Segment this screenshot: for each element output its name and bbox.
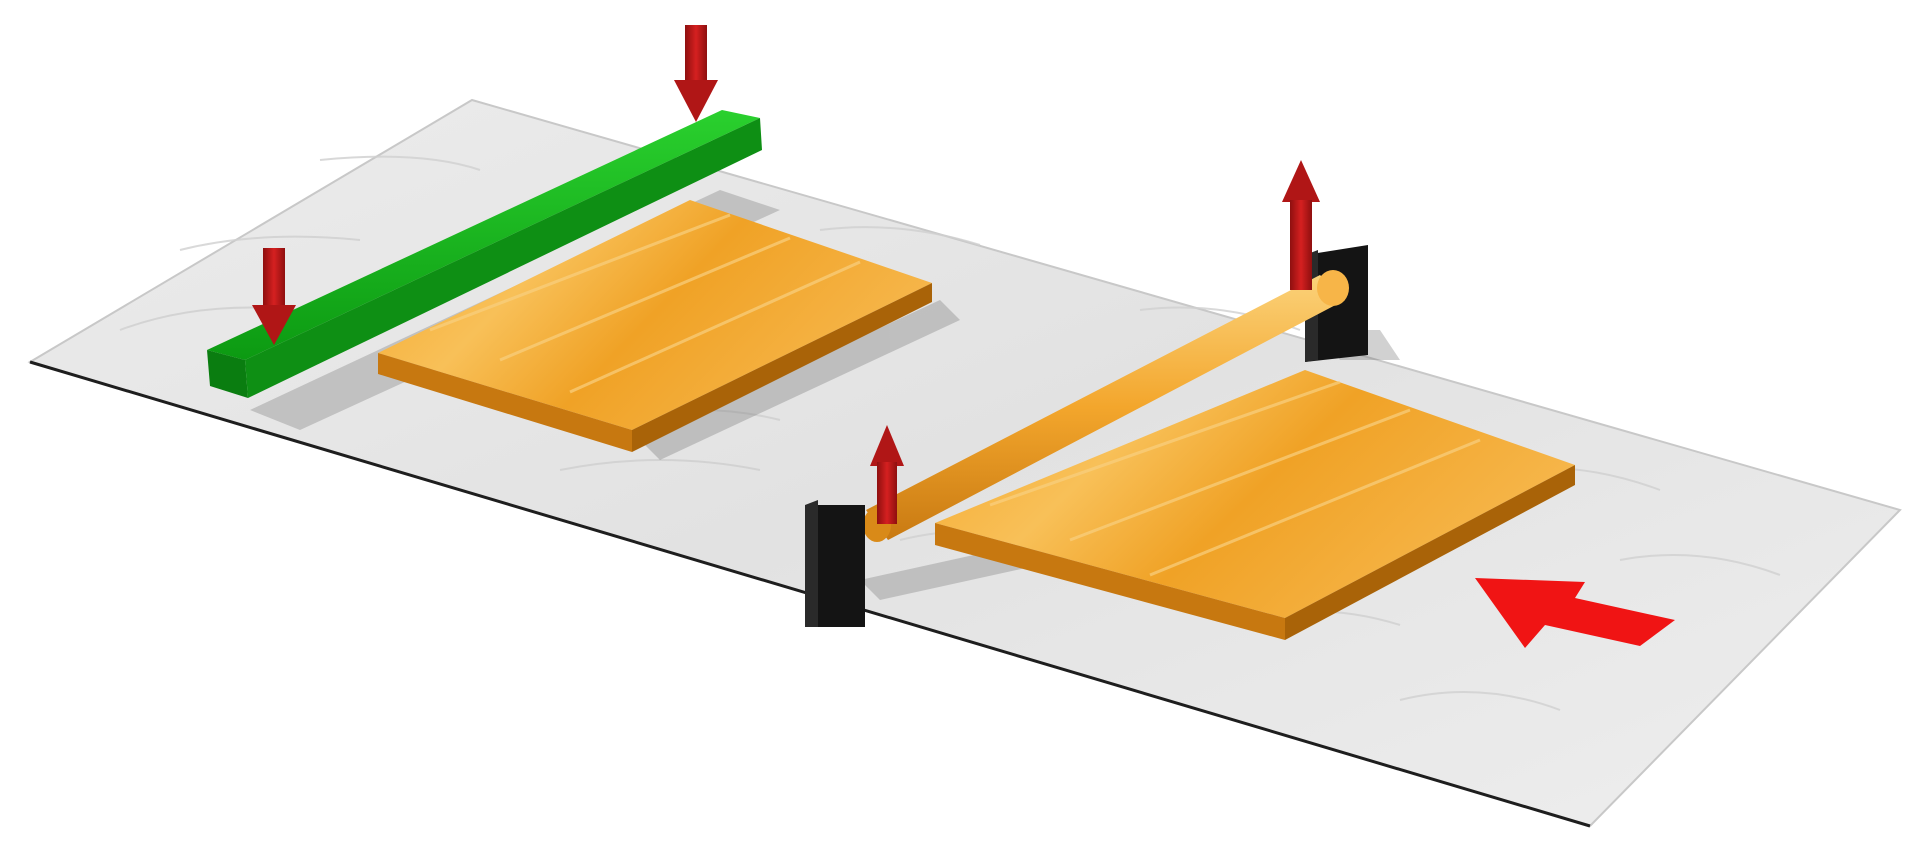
pressure-bar — [207, 110, 762, 398]
arrow-up — [870, 425, 904, 524]
arrow-down — [252, 248, 296, 345]
wood-board — [935, 370, 1575, 640]
wood-board — [378, 200, 932, 452]
feed-direction-arrow — [1475, 578, 1675, 648]
arrow-down — [674, 25, 718, 122]
arrow-up — [1282, 160, 1320, 290]
support-block — [805, 500, 865, 627]
